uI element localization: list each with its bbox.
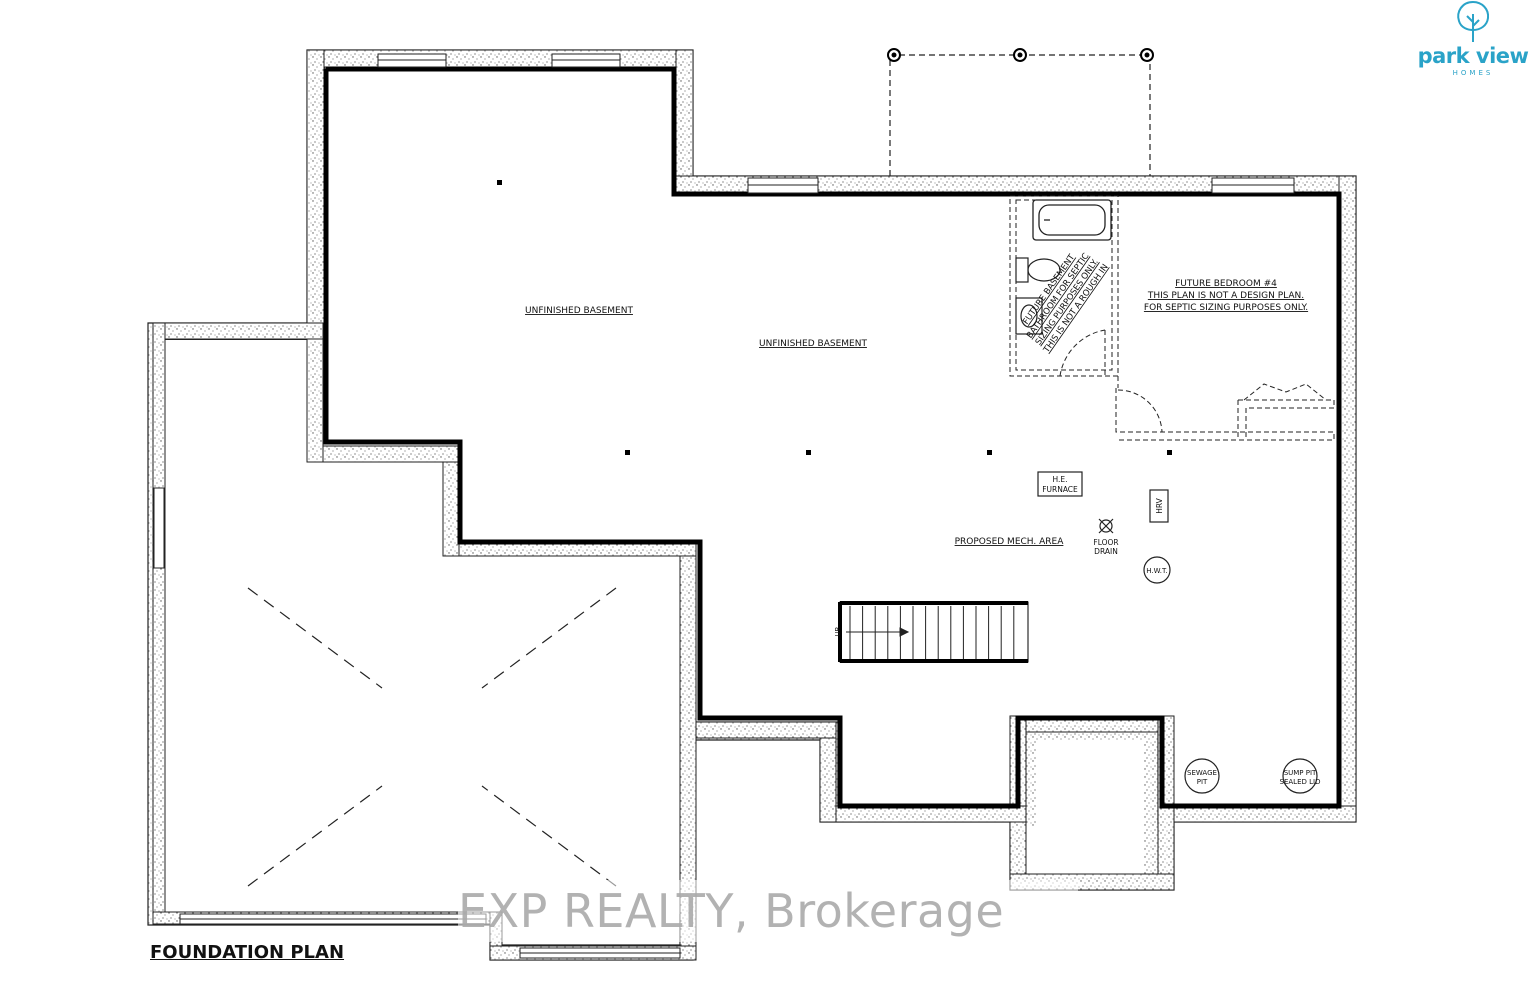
label-sump-1: SUMP PIT bbox=[1284, 769, 1317, 777]
label-future-bedroom: FUTURE BEDROOM #4 bbox=[1175, 279, 1277, 289]
pits bbox=[1184, 758, 1318, 794]
floor-drain bbox=[1098, 518, 1114, 534]
label-unfinished-basement-1: UNFINISHED BASEMENT bbox=[525, 306, 633, 316]
stair-treads bbox=[849, 606, 1015, 659]
deck-outline bbox=[889, 54, 1151, 176]
column-posts bbox=[497, 180, 1172, 455]
toilet bbox=[1015, 257, 1061, 283]
foundation-inner-wall bbox=[323, 66, 1342, 809]
label-furnace-1: H.E. bbox=[1052, 475, 1067, 484]
label-bedroom-note-1: THIS PLAN IS NOT A DESIGN PLAN. bbox=[1147, 291, 1304, 301]
logo-brand-text: park view bbox=[1417, 44, 1529, 68]
watermark-text: EXP REALTY, Brokerage bbox=[458, 884, 1005, 938]
plan-title: FOUNDATION PLAN bbox=[150, 942, 345, 963]
label-unfinished-basement-2: UNFINISHED BASEMENT bbox=[759, 339, 867, 349]
garage-slab-lines bbox=[247, 587, 617, 887]
label-mech-area: PROPOSED MECH. AREA bbox=[955, 537, 1065, 547]
hrv-unit bbox=[1149, 489, 1169, 523]
vanity bbox=[1015, 297, 1043, 335]
bathtub bbox=[1032, 199, 1112, 241]
label-bedroom-note-2: FOR SEPTIC SIZING PURPOSES ONLY. bbox=[1144, 303, 1308, 313]
windows bbox=[153, 53, 1295, 959]
label-sewage-2: PIT bbox=[1197, 778, 1208, 786]
label-hwt: H.W.T. bbox=[1146, 567, 1167, 575]
label-floor-drain-1: FLOOR bbox=[1093, 538, 1118, 547]
label-furnace-2: FURNACE bbox=[1042, 485, 1078, 494]
label-floor-drain-2: DRAIN bbox=[1094, 547, 1118, 556]
label-sump-2: SEALED LID bbox=[1280, 778, 1321, 786]
furnace bbox=[1037, 471, 1083, 497]
watermark: EXP REALTY, Brokerage bbox=[458, 880, 1078, 942]
bedroom-partition bbox=[1115, 383, 1335, 441]
label-sewage-1: SEWAGE bbox=[1187, 769, 1217, 777]
label-stair-up: UP bbox=[834, 627, 842, 636]
hwt-tank bbox=[1143, 556, 1171, 584]
logo-sub-text: HOMES bbox=[1452, 69, 1494, 77]
interior-fill bbox=[165, 70, 1337, 945]
park-view-logo: park view HOMES bbox=[1410, 0, 1536, 86]
label-hrv: HRV bbox=[1155, 497, 1164, 513]
stair-arrow bbox=[846, 627, 910, 637]
tree-icon bbox=[1457, 0, 1490, 42]
